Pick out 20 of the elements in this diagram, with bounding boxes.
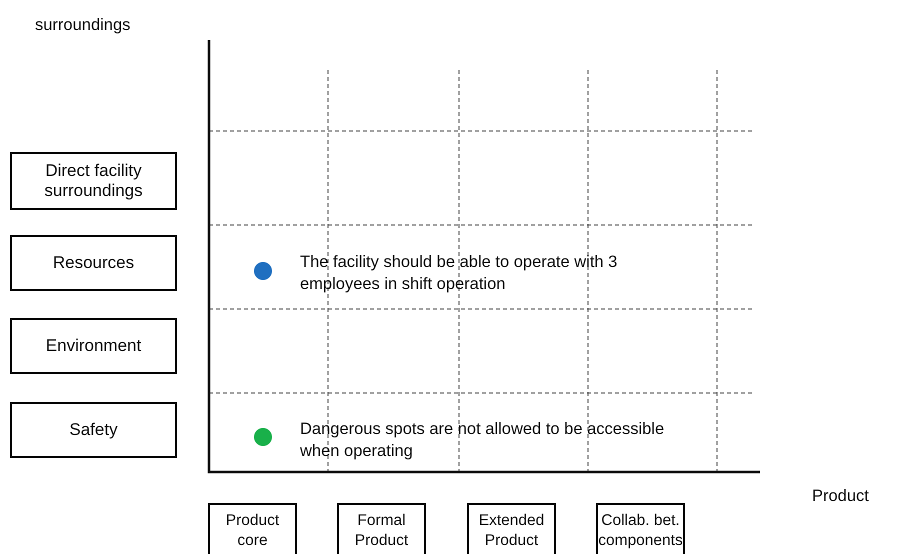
axis-label: surroundings bbox=[35, 15, 130, 36]
category-box bbox=[10, 235, 177, 291]
category-box bbox=[10, 318, 177, 374]
category-box bbox=[10, 152, 177, 210]
box-label: Formal Product bbox=[354, 511, 410, 551]
box-label: Collab. bet. components bbox=[598, 511, 683, 551]
box-label: Environment bbox=[46, 336, 142, 356]
category-box bbox=[208, 503, 297, 554]
category-box bbox=[10, 402, 177, 458]
category-box bbox=[337, 503, 426, 554]
category-box bbox=[467, 503, 556, 554]
category-box bbox=[596, 503, 685, 554]
box-label: Direct facility surroundings bbox=[43, 161, 144, 201]
box-label: Extended Product bbox=[478, 511, 546, 551]
note-text: Dangerous spots are not allowed to be accessible when operating bbox=[300, 419, 666, 462]
note-text: The facility should be able to operate with 3 employees in shift operation bbox=[300, 252, 618, 295]
box-label: Resources bbox=[52, 253, 134, 273]
box-label: Safety bbox=[69, 420, 118, 440]
box-label: Product core bbox=[224, 511, 280, 551]
axis-label: Product bbox=[812, 486, 869, 507]
